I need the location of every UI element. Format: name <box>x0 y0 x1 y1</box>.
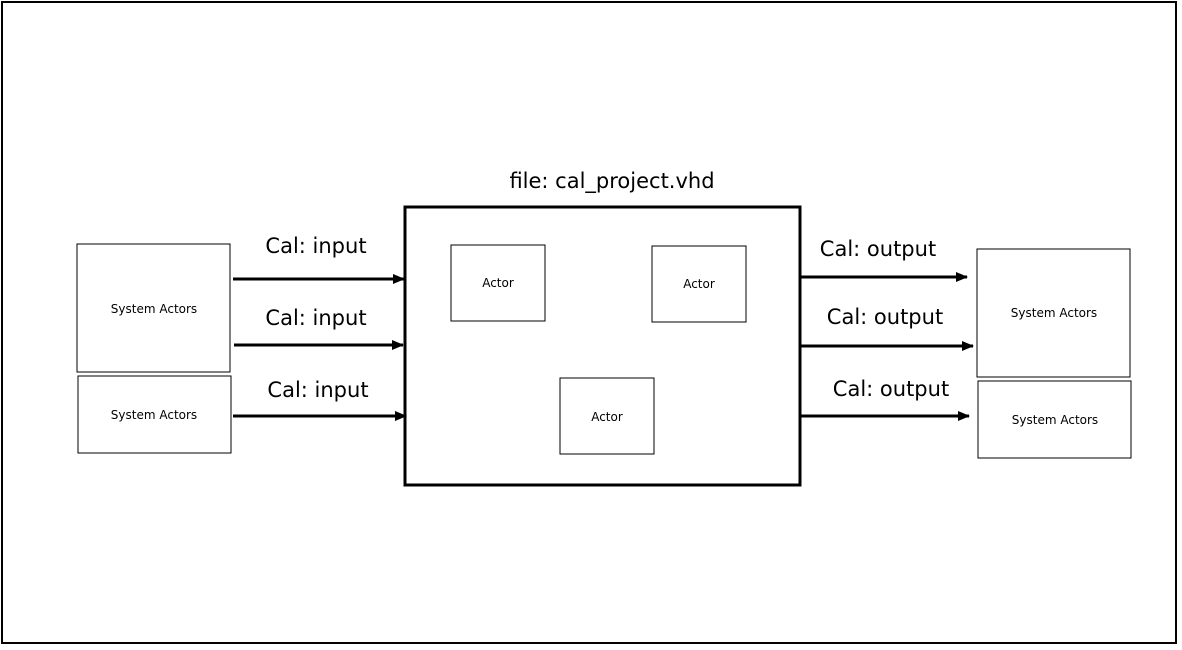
input-label-1: Cal: input <box>265 234 366 258</box>
inner-actor-label: Actor <box>591 410 623 424</box>
inner-actor-2: Actor <box>651 245 747 323</box>
output-label-1: Cal: output <box>820 237 936 261</box>
inner-actor-3: Actor <box>559 377 655 455</box>
inner-actor-1: Actor <box>450 244 546 322</box>
right-system-actors-2: System Actors <box>977 380 1132 459</box>
output-label-2: Cal: output <box>827 305 943 329</box>
inner-actor-label: Actor <box>482 276 514 290</box>
input-label-2: Cal: input <box>265 306 366 330</box>
system-actors-label: System Actors <box>111 302 197 316</box>
left-system-actors-2: System Actors <box>77 375 232 454</box>
system-actors-label: System Actors <box>111 408 197 422</box>
system-actors-label: System Actors <box>1011 306 1097 320</box>
left-system-actors-1: System Actors <box>76 243 231 373</box>
input-label-3: Cal: input <box>267 378 368 402</box>
system-actors-label: System Actors <box>1012 413 1098 427</box>
project-file-title: file: cal_project.vhd <box>509 169 714 194</box>
right-system-actors-1: System Actors <box>976 248 1131 378</box>
output-label-3: Cal: output <box>833 377 949 401</box>
inner-actor-label: Actor <box>683 277 715 291</box>
